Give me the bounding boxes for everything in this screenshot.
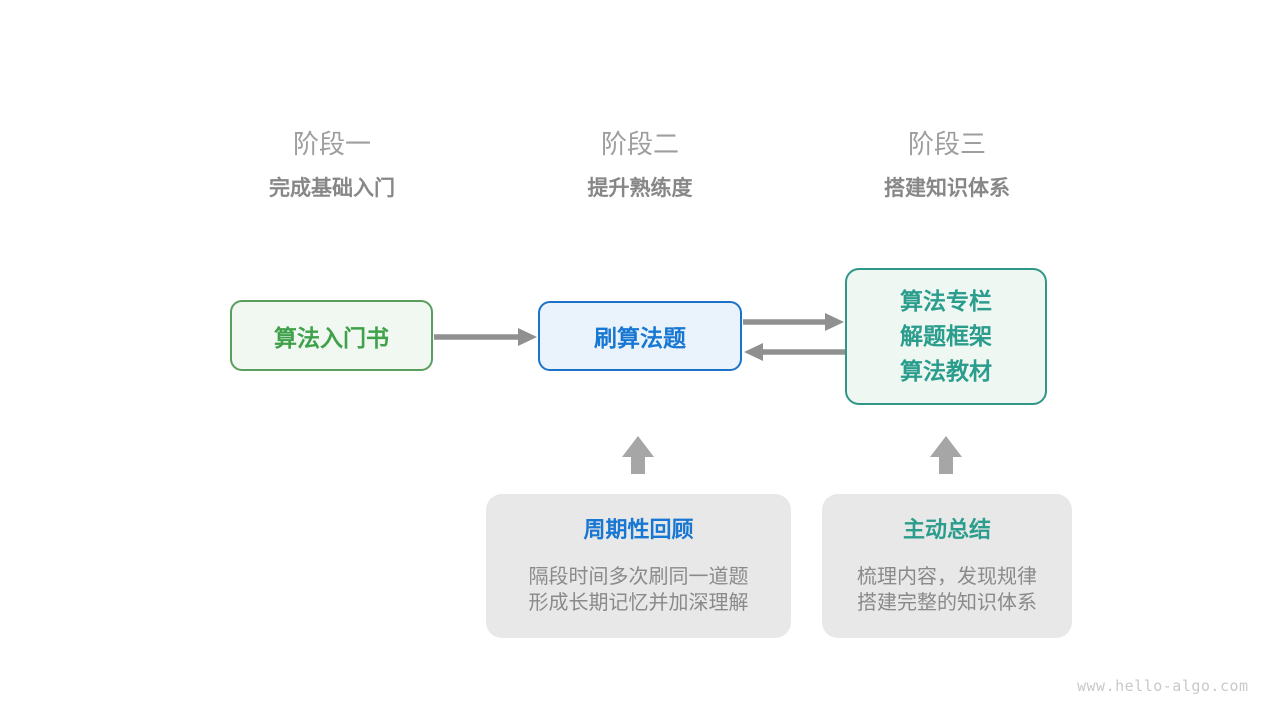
phase-3-subtitle: 搭建知识体系 bbox=[884, 177, 1010, 200]
phase-1-label: 阶段一 bbox=[292, 129, 371, 159]
note-periodic-review-body: 隔段时间多次刷同一道题 形成长期记忆并加深理解 bbox=[486, 564, 791, 616]
node-advanced-resources: 算法专栏 解题框架 算法教材 bbox=[845, 268, 1047, 405]
up-arrow-icon bbox=[930, 436, 962, 474]
node-intro-book-label: 算法入门书 bbox=[274, 324, 389, 351]
node-resources-line-3: 算法教材 bbox=[900, 358, 992, 384]
node-intro-book: 算法入门书 bbox=[230, 300, 433, 371]
right-arrow-icon bbox=[434, 328, 537, 346]
note-active-summary-title: 主动总结 bbox=[902, 517, 991, 542]
node-resources-line-2: 解题框架 bbox=[900, 323, 992, 349]
note-active-summary: 主动总结 梳理内容，发现规律 搭建完整的知识体系 bbox=[822, 494, 1072, 638]
phase-3-label: 阶段三 bbox=[907, 129, 986, 159]
note-active-summary-body: 梳理内容，发现规律 搭建完整的知识体系 bbox=[822, 564, 1072, 616]
note-periodic-review-title: 周期性回顾 bbox=[583, 517, 694, 542]
site-watermark: www.hello-algo.com bbox=[1077, 677, 1249, 695]
note-periodic-review: 周期性回顾 隔段时间多次刷同一道题 形成长期记忆并加深理解 bbox=[486, 494, 791, 638]
note-body-line: 梳理内容，发现规律 bbox=[857, 566, 1037, 588]
phase-1-subtitle: 完成基础入门 bbox=[269, 177, 395, 200]
phase-2-label: 阶段二 bbox=[600, 129, 679, 159]
phase-3-header: 阶段三 搭建知识体系 bbox=[845, 131, 1049, 201]
node-practice-problems: 刷算法题 bbox=[538, 301, 742, 371]
left-arrow-icon bbox=[744, 343, 845, 361]
phase-1-header: 阶段一 完成基础入门 bbox=[230, 131, 434, 201]
note-body-line: 隔段时间多次刷同一道题 bbox=[528, 566, 749, 588]
phase-2-header: 阶段二 提升熟练度 bbox=[538, 131, 742, 201]
phase-2-subtitle: 提升熟练度 bbox=[587, 177, 693, 200]
node-resources-line-1: 算法专栏 bbox=[900, 288, 992, 314]
note-body-line: 搭建完整的知识体系 bbox=[857, 592, 1037, 614]
right-arrow-icon bbox=[743, 313, 844, 331]
note-body-line: 形成长期记忆并加深理解 bbox=[528, 592, 749, 614]
node-practice-problems-label: 刷算法题 bbox=[594, 325, 686, 351]
up-arrow-icon bbox=[622, 436, 654, 474]
